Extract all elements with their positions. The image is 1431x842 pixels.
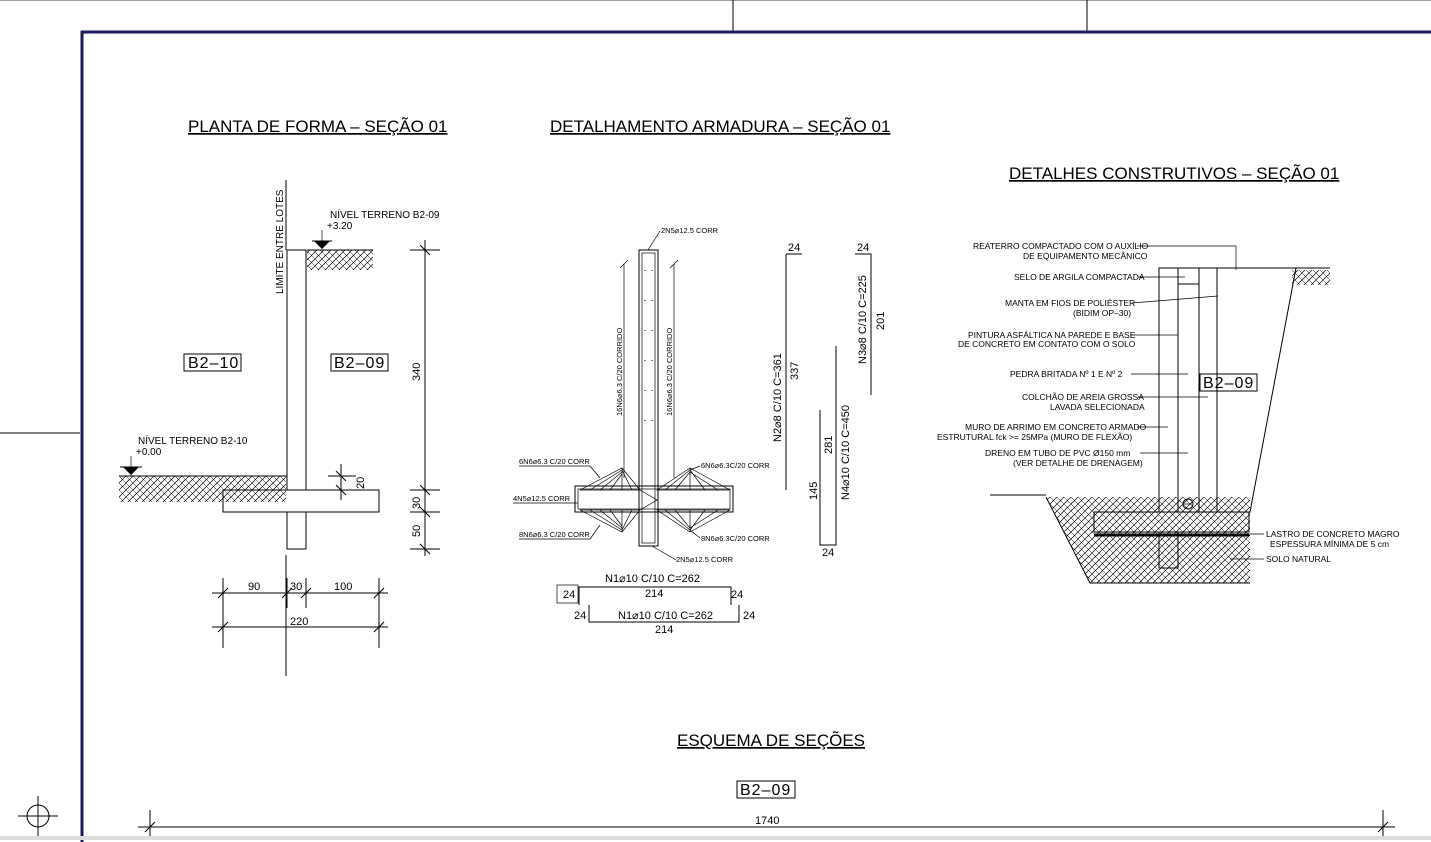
n1b-label: N1⌀10 C/10 C=262 (618, 610, 713, 622)
note-pintura-2: DE CONCRETO EM CONTATO COM O SOLO (958, 339, 1136, 349)
note-dreno-1: DRENO EM TUBO DE PVC Ø150 mm (985, 448, 1130, 458)
note-dreno-2: (VER DETALHE DE DRENAGEM) (1013, 458, 1143, 468)
tag-b209: B2–09 (334, 355, 385, 372)
l-bot-label: 8N6⌀6.3 C/20 CORR (519, 530, 590, 539)
n4-len-b: 145 (808, 482, 820, 500)
nivel-b210-value: +0.00 (136, 447, 162, 458)
dim-90: 90 (248, 581, 260, 593)
bottom-bar-label: 2N5⌀12.5 CORR (676, 555, 734, 564)
vert-left-label: 16N6⌀6.3 C/20 CORRIDO (615, 328, 624, 416)
esquema-de-secoes: B2–09 1740 (138, 780, 1395, 836)
l-mid-label: 4N5⌀12.5 CORR (513, 494, 571, 503)
n3-len: 201 (875, 312, 887, 330)
n2-len: 337 (789, 362, 801, 380)
note-reaterro-1: REATERRO COMPACTADO COM O AUXÍLIO (973, 241, 1149, 251)
tag-b210: B2–10 (188, 355, 239, 372)
n1b-len: 214 (655, 624, 673, 636)
note-reaterro-2: DE EQUIPAMENTO MECÂNICO (1023, 251, 1148, 261)
nivel-b209-label: NÍVEL TERRENO B2-09 (330, 208, 440, 221)
n4-label: N4⌀10 C/10 C=450 (840, 405, 852, 500)
l-top-label: 6N6⌀6.3 C/20 CORR (519, 457, 590, 466)
n1a-right: 24 (731, 589, 743, 601)
note-muro-2: ESTRUTURAL fck >= 25MPa (MURO DE FLEXÃO) (937, 432, 1132, 442)
dim-30: 30 (411, 497, 423, 509)
vert-right-label: 16N6⌀6.3 C/20 CORRIDO (665, 328, 674, 416)
title-esquema: ESQUEMA DE SEÇÕES (677, 731, 865, 750)
esquema-tag: B2–09 (740, 782, 791, 799)
note-pedra: PEDRA BRITADA Nº 1 E Nº 2 (1010, 369, 1123, 379)
r-bot-label: 8N6⌀6.3C/20 CORR (701, 534, 770, 543)
n1a-len: 214 (645, 588, 663, 600)
crosshair-icon (18, 796, 58, 836)
dim-20: 20 (355, 477, 367, 489)
n1b-right: 24 (743, 610, 755, 622)
limite-label: LIMITE ENTRE LOTES (275, 189, 286, 294)
n1a-label: N1⌀10 C/10 C=262 (605, 573, 700, 585)
planta-de-forma: LIMITE ENTRE LOTES NÍVEL TERRENO B2-09 +… (119, 180, 440, 676)
nivel-b209-value: +3.20 (327, 221, 353, 232)
note-selo: SELO DE ARGILA COMPACTADA (1014, 272, 1145, 282)
detalhamento-armadura: 2N5⌀12.5 CORR 2N5⌀12.5 CORR 16N6⌀6.3 C/2… (513, 226, 887, 636)
note-lastro-1: LASTRO DE CONCRETO MAGRO (1266, 529, 1400, 539)
detalhes-construtivos: B2–09 REATERRO COMPACTADO COM O AUXÍLIO … (937, 241, 1400, 584)
n3-label: N3⌀8 C/10 C=225 (857, 275, 869, 364)
note-pintura-1: PINTURA ASFÁLTICA NA PAREDE E BASE (968, 330, 1136, 340)
construtivos-tag: B2–09 (1203, 375, 1254, 392)
n4-bot: 24 (822, 547, 834, 559)
title-planta: PLANTA DE FORMA – SEÇÃO 01 (188, 117, 448, 136)
n3-top: 24 (857, 242, 869, 254)
dim-50: 50 (411, 525, 423, 537)
n1a-left: 24 (563, 589, 575, 601)
title-construtivos: DETALHES CONSTRUTIVOS – SEÇÃO 01 (1009, 164, 1339, 183)
note-manta-1: MANTA EM FIOS DE POLIÉSTER (1005, 298, 1135, 308)
n1b-left: 24 (574, 610, 586, 622)
note-muro-1: MURO DE ARRIMO EM CONCRETO ARMADO (965, 422, 1147, 432)
note-lastro-2: ESPESSURA MÍNIMA DE 5 cm (1270, 539, 1389, 549)
dim-100: 100 (334, 581, 352, 593)
title-armadura: DETALHAMENTO ARMADURA – SEÇÃO 01 (550, 117, 890, 136)
dim-340: 340 (411, 363, 423, 381)
n4-len-a: 281 (823, 436, 835, 454)
note-colchao-1: COLCHÃO DE AREIA GROSSA (1022, 392, 1144, 402)
note-colchao-2: LAVADA SELECIONADA (1050, 402, 1145, 412)
dim-1740: 1740 (755, 815, 779, 827)
note-manta-2: (BIDIM OP–30) (1073, 308, 1131, 318)
dim-30b: 30 (290, 581, 302, 593)
top-bar-label: 2N5⌀12.5 CORR (661, 226, 719, 235)
n2-top: 24 (788, 242, 800, 254)
r-top-label: 6N6⌀6.3C/20 CORR (701, 461, 770, 470)
note-solo: SOLO NATURAL (1266, 554, 1331, 564)
n2-label: N2⌀8 C/10 C=361 (772, 353, 784, 442)
dim-220: 220 (290, 616, 308, 628)
nivel-b210-label: NÍVEL TERRENO B2-10 (138, 434, 248, 447)
